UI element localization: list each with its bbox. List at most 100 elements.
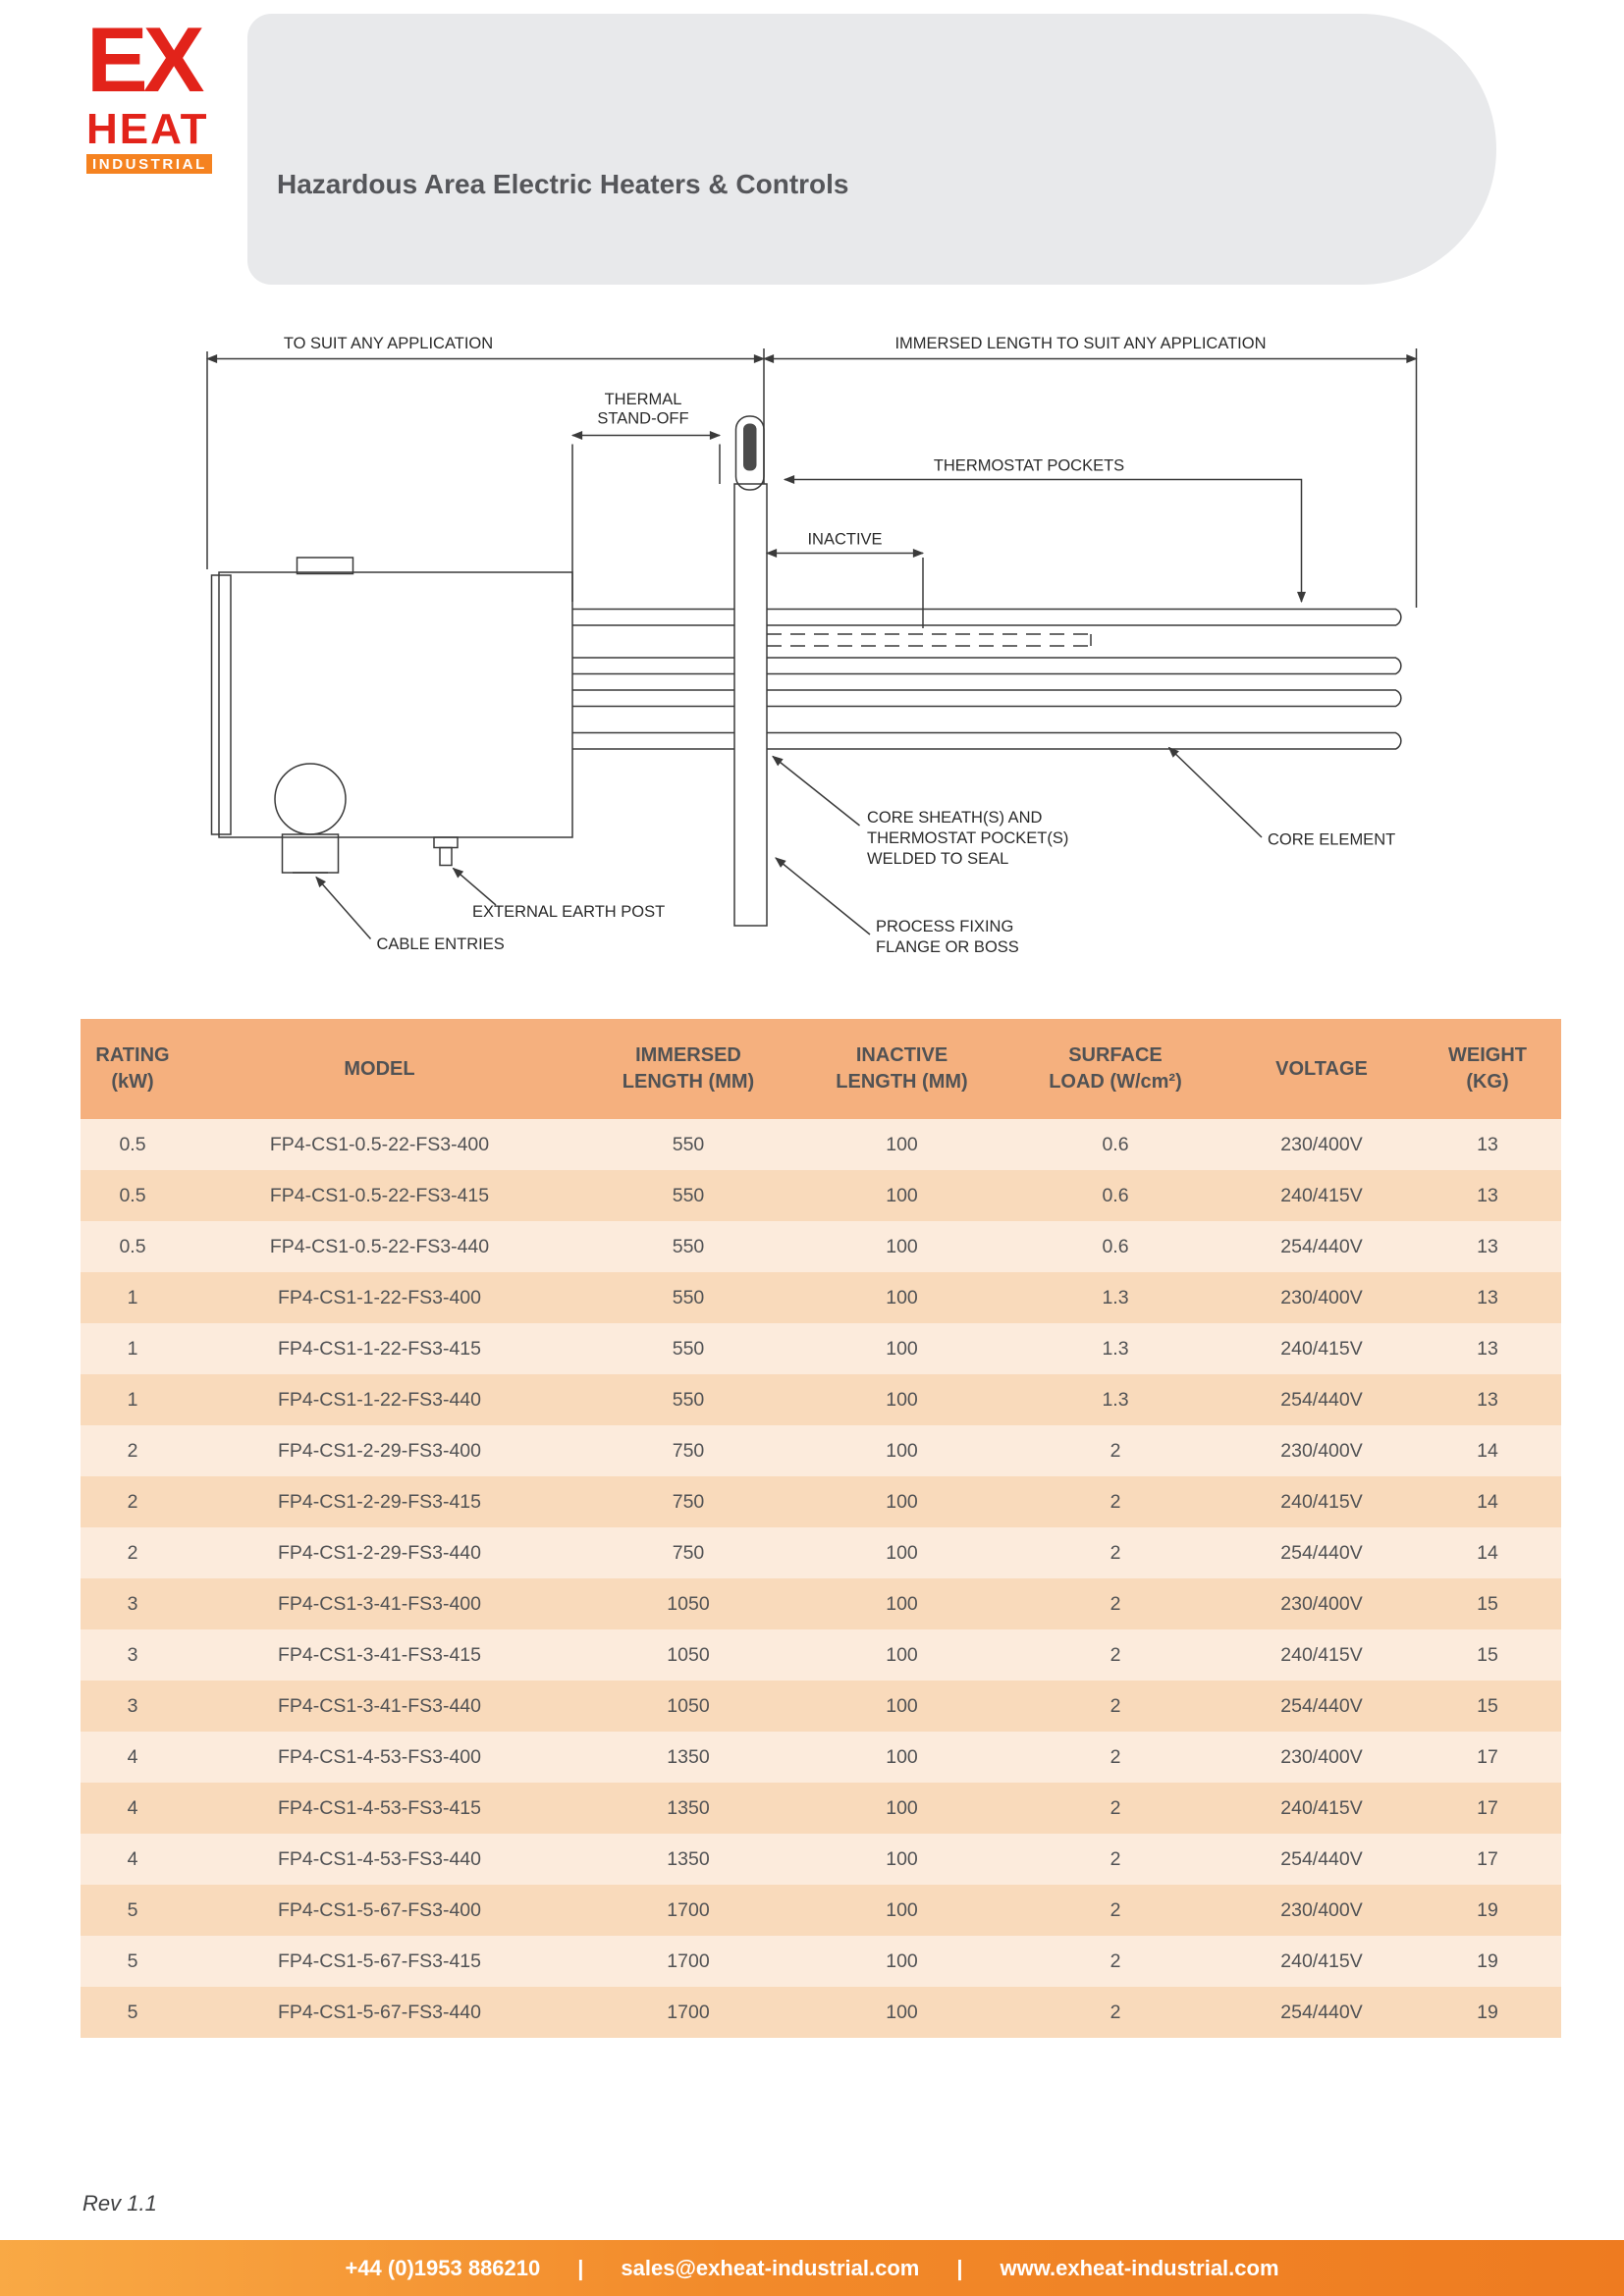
label-dim-right: IMMERSED LENGTH TO SUIT ANY APPLICATION — [894, 335, 1266, 352]
cell-model: FP4-CS1-4-53-FS3-415 — [278, 1796, 481, 1819]
cell-model: FP4-CS1-0.5-22-FS3-440 — [269, 1235, 490, 1257]
cell-model: FP4-CS1-2-29-FS3-400 — [278, 1439, 481, 1462]
cell-immersed-length: 750 — [672, 1439, 705, 1462]
label-core-element: CORE ELEMENT — [1268, 831, 1395, 849]
cell-surface-load: 2 — [1110, 1949, 1121, 1972]
cell-inactive-length: 100 — [886, 1796, 918, 1819]
cell-rating: 3 — [127, 1643, 138, 1666]
col-header-text: (KG) — [1466, 1071, 1509, 1093]
cell-surface-load: 2 — [1110, 1490, 1121, 1513]
label-external-earth-post: EXTERNAL EARTH POST — [472, 903, 665, 921]
cell-voltage: 254/440V — [1280, 1388, 1363, 1411]
cell-model: FP4-CS1-4-53-FS3-440 — [278, 1847, 481, 1870]
cell-rating: 4 — [127, 1847, 138, 1870]
cell-weight: 13 — [1477, 1133, 1498, 1155]
cell-surface-load: 2 — [1110, 1541, 1121, 1564]
cell-surface-load: 2 — [1110, 1592, 1121, 1615]
table-row: 2 FP4-CS1-2-29-FS3-440 750 100 2 254/440… — [81, 1527, 1561, 1578]
cell-inactive-length: 100 — [886, 2001, 918, 2023]
cell-model: FP4-CS1-3-41-FS3-440 — [278, 1694, 481, 1717]
table-row: 1 FP4-CS1-1-22-FS3-400 550 100 1.3 230/4… — [81, 1272, 1561, 1323]
cell-rating: 4 — [127, 1745, 138, 1768]
label-core-sheath-line1: CORE SHEATH(S) AND — [867, 809, 1043, 827]
cell-immersed-length: 1350 — [667, 1847, 710, 1870]
label-thermostat-pockets: THERMOSTAT POCKETS — [934, 457, 1124, 475]
cell-rating: 5 — [127, 1898, 138, 1921]
cell-voltage: 240/415V — [1280, 1337, 1363, 1360]
col-header-text: LENGTH (MM) — [836, 1071, 968, 1093]
cell-rating: 1 — [127, 1388, 138, 1411]
table-row: 5 FP4-CS1-5-67-FS3-440 1700 100 2 254/44… — [81, 1987, 1561, 2038]
table-header-row: RATING (kW) MODEL IMMERSED LENGTH (MM) I… — [81, 1019, 1561, 1119]
cell-immersed-length: 550 — [672, 1184, 705, 1206]
cell-immersed-length: 550 — [672, 1286, 705, 1308]
cell-rating: 5 — [127, 1949, 138, 1972]
label-core-sheath-line3: WELDED TO SEAL — [867, 850, 1008, 868]
cell-immersed-length: 1700 — [667, 1898, 710, 1921]
cell-voltage: 230/400V — [1280, 1133, 1363, 1155]
cell-immersed-length: 550 — [672, 1337, 705, 1360]
cell-inactive-length: 100 — [886, 1541, 918, 1564]
table-row: 3 FP4-CS1-3-41-FS3-440 1050 100 2 254/44… — [81, 1681, 1561, 1732]
table-row: 0.5 FP4-CS1-0.5-22-FS3-400 550 100 0.6 2… — [81, 1119, 1561, 1170]
col-header-text: SURFACE — [1068, 1044, 1163, 1066]
cell-inactive-length: 100 — [886, 1388, 918, 1411]
cell-weight: 15 — [1477, 1694, 1498, 1717]
label-core-sheath-line2: THERMOSTAT POCKET(S) — [867, 829, 1068, 847]
cell-model: FP4-CS1-5-67-FS3-440 — [278, 2001, 481, 2023]
table-row: 5 FP4-CS1-5-67-FS3-415 1700 100 2 240/41… — [81, 1936, 1561, 1987]
col-header-surface-load: SURFACE LOAD (W/cm²) — [1001, 1019, 1229, 1119]
cell-model: FP4-CS1-3-41-FS3-415 — [278, 1643, 481, 1666]
cell-rating: 3 — [127, 1592, 138, 1615]
table-row: 0.5 FP4-CS1-0.5-22-FS3-440 550 100 0.6 2… — [81, 1221, 1561, 1272]
page-title: Hazardous Area Electric Heaters & Contro… — [277, 169, 849, 199]
col-header-text: MODEL — [344, 1057, 415, 1080]
cell-voltage: 230/400V — [1280, 1286, 1363, 1308]
cell-voltage: 240/415V — [1280, 1490, 1363, 1513]
cell-surface-load: 2 — [1110, 1745, 1121, 1768]
table-row: 1 FP4-CS1-1-22-FS3-440 550 100 1.3 254/4… — [81, 1374, 1561, 1425]
cell-model: FP4-CS1-5-67-FS3-400 — [278, 1898, 481, 1921]
cell-voltage: 254/440V — [1280, 1541, 1363, 1564]
cell-immersed-length: 750 — [672, 1541, 705, 1564]
footer-contact-bar: +44 (0)1953 886210 | sales@exheat-indust… — [0, 2240, 1624, 2296]
cell-surface-load: 2 — [1110, 1847, 1121, 1870]
cell-weight: 17 — [1477, 1847, 1498, 1870]
cell-weight: 17 — [1477, 1745, 1498, 1768]
cell-voltage: 240/415V — [1280, 1643, 1363, 1666]
cell-inactive-length: 100 — [886, 1184, 918, 1206]
cell-model: FP4-CS1-4-53-FS3-400 — [278, 1745, 481, 1768]
cell-voltage: 254/440V — [1280, 2001, 1363, 2023]
cell-weight: 13 — [1477, 1337, 1498, 1360]
cell-rating: 1 — [127, 1286, 138, 1308]
col-header-text: VOLTAGE — [1275, 1057, 1368, 1080]
table-row: 0.5 FP4-CS1-0.5-22-FS3-415 550 100 0.6 2… — [81, 1170, 1561, 1221]
cell-weight: 19 — [1477, 1898, 1498, 1921]
cell-rating: 0.5 — [119, 1235, 146, 1257]
cell-inactive-length: 100 — [886, 1949, 918, 1972]
cell-inactive-length: 100 — [886, 1745, 918, 1768]
col-header-text: RATING — [95, 1044, 170, 1066]
cell-weight: 14 — [1477, 1439, 1498, 1462]
cell-surface-load: 0.6 — [1102, 1235, 1129, 1257]
cell-immersed-length: 550 — [672, 1388, 705, 1411]
label-cable-entries: CABLE ENTRIES — [377, 935, 505, 953]
footer-website-link[interactable]: www.exheat-industrial.com — [1000, 2255, 1279, 2280]
company-logo: EX HEAT INDUSTRIAL — [86, 14, 273, 174]
cell-weight: 14 — [1477, 1490, 1498, 1513]
cell-surface-load: 0.6 — [1102, 1184, 1129, 1206]
col-header-text: WEIGHT — [1448, 1044, 1527, 1066]
cell-rating: 3 — [127, 1694, 138, 1717]
col-header-text: LENGTH (MM) — [622, 1071, 755, 1093]
cell-surface-load: 1.3 — [1102, 1286, 1129, 1308]
cell-voltage: 254/440V — [1280, 1847, 1363, 1870]
table-row: 2 FP4-CS1-2-29-FS3-400 750 100 2 230/400… — [81, 1425, 1561, 1476]
cell-inactive-length: 100 — [886, 1337, 918, 1360]
table-body: 0.5 FP4-CS1-0.5-22-FS3-400 550 100 0.6 2… — [81, 1119, 1561, 2038]
cell-inactive-length: 100 — [886, 1592, 918, 1615]
cell-weight: 13 — [1477, 1184, 1498, 1206]
table-row: 4 FP4-CS1-4-53-FS3-400 1350 100 2 230/40… — [81, 1732, 1561, 1783]
footer-email-link[interactable]: sales@exheat-industrial.com — [621, 2255, 920, 2280]
cell-rating: 2 — [127, 1439, 138, 1462]
